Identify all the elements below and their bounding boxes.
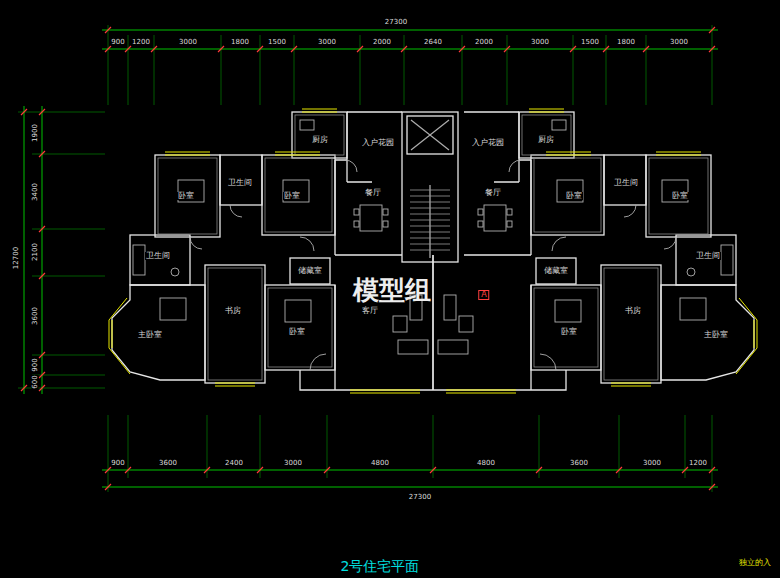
- dimension-label: 3000: [283, 460, 303, 467]
- room-label: 卧室: [177, 192, 195, 200]
- dimension-label: 3000: [669, 39, 689, 46]
- room-label: 入户花园: [361, 139, 395, 147]
- dimension-label: 3600: [158, 460, 178, 467]
- dimension-label: 3000: [642, 460, 662, 467]
- dimension-label: 3400: [32, 182, 39, 202]
- room-label: 餐厅: [484, 189, 502, 197]
- dimension-label: 1500: [580, 39, 600, 46]
- dimension-label: 900: [110, 39, 125, 46]
- dimension-label: 3000: [317, 39, 337, 46]
- dimension-label: 2400: [224, 460, 244, 467]
- room-label: 厨房: [311, 136, 329, 144]
- dimension-label: 1900: [32, 123, 39, 143]
- room-label: 卫生间: [613, 179, 639, 187]
- room-label: 卧室: [671, 192, 689, 200]
- note-label: 独立的入: [738, 559, 772, 567]
- dimension-label: 1800: [230, 39, 250, 46]
- room-label: 卧室: [288, 328, 306, 336]
- room-label: 卧室: [283, 192, 301, 200]
- dimension-label: 3000: [530, 39, 550, 46]
- room-label: 储藏室: [543, 267, 569, 275]
- dimension-label: 27300: [384, 19, 408, 26]
- room-label: 卧室: [560, 328, 578, 336]
- room-label: 主卧室: [703, 331, 729, 339]
- dimension-label: 2000: [474, 39, 494, 46]
- axis-grid: [18, 25, 712, 492]
- dimension-label: 3600: [32, 306, 39, 326]
- room-label: 入户花园: [471, 139, 505, 147]
- room-label: 卧室: [565, 192, 583, 200]
- dimension-label: 2000: [372, 39, 392, 46]
- dimension-ticks: [21, 27, 715, 490]
- room-label: 卫生间: [145, 252, 171, 260]
- marker-label: A: [478, 290, 489, 300]
- dimension-label: 3600: [569, 460, 589, 467]
- room-label: 卫生间: [695, 252, 721, 260]
- room-label: 主卧室: [137, 331, 163, 339]
- room-label: 卫生间: [227, 179, 253, 187]
- dimension-label: 4800: [476, 460, 496, 467]
- dimension-label: 600: [32, 374, 39, 389]
- dimension-label: 1500: [267, 39, 287, 46]
- dimension-label: 2100: [32, 242, 39, 262]
- room-label: 餐厅: [364, 189, 382, 197]
- dimension-label: 12700: [13, 246, 20, 270]
- room-label: 书房: [624, 307, 642, 315]
- watermark: 模型组: [352, 277, 432, 303]
- dimension-label: 1800: [616, 39, 636, 46]
- room-label: 厨房: [537, 136, 555, 144]
- dimension-label: 3000: [178, 39, 198, 46]
- room-label: 储藏室: [297, 267, 323, 275]
- dimension-label: 900: [110, 460, 125, 467]
- dimension-label: 1200: [131, 39, 151, 46]
- unit-plan: [109, 109, 433, 393]
- stair-core: [402, 112, 458, 262]
- dimension-label: 27300: [408, 494, 432, 501]
- dimension-label: 900: [32, 357, 39, 372]
- room-label: 书房: [224, 307, 242, 315]
- dimension-label: 4800: [370, 460, 390, 467]
- room-label: 客厅: [361, 307, 379, 315]
- dimension-label: 2640: [423, 39, 443, 46]
- drawing-title: 2号住宅平面: [340, 559, 421, 573]
- dimension-label: 1200: [688, 460, 708, 467]
- dimension-lines: [24, 30, 718, 487]
